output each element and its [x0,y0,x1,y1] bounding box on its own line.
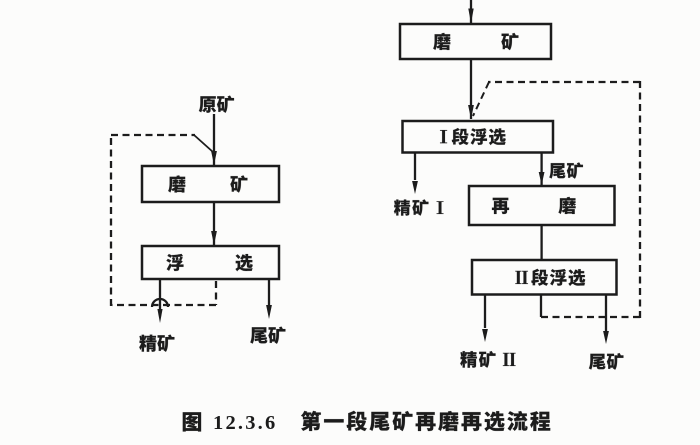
svg-text:12.3.6: 12.3.6 [213,412,277,434]
